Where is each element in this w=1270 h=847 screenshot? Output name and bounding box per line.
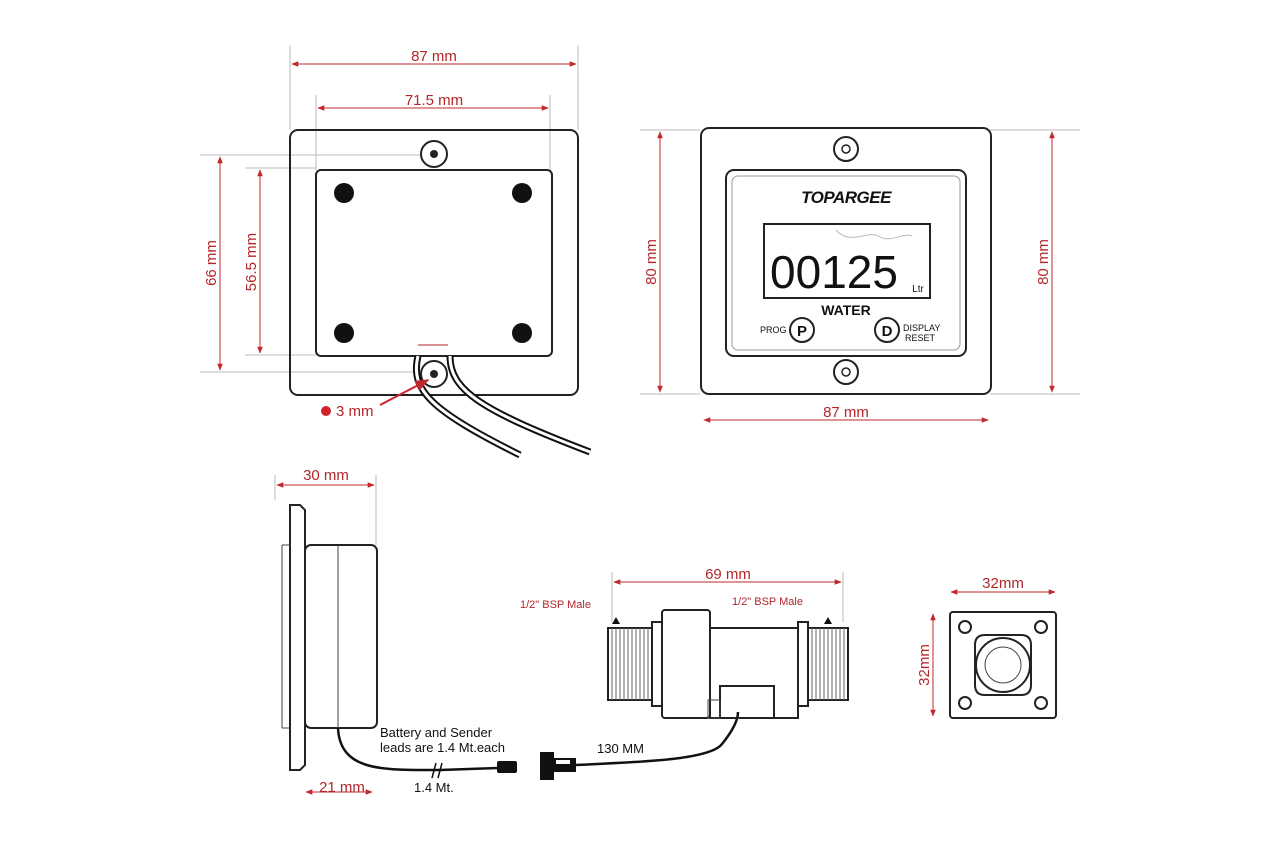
mount-hole bbox=[334, 323, 354, 343]
front-frame bbox=[700, 127, 992, 395]
display-button-key: D bbox=[882, 323, 893, 340]
sensor-length-label: 69 mm bbox=[705, 566, 751, 583]
back-plate bbox=[315, 169, 553, 357]
front-view: 80 mm 80 mm 87 mm TOPARGEE 00125 Ltr WAT… bbox=[640, 127, 1080, 423]
hole-marker-icon bbox=[321, 406, 331, 416]
end-port bbox=[975, 637, 1031, 693]
mount-hole bbox=[512, 323, 532, 343]
thread-right-label: 1/2" BSP Male bbox=[732, 596, 803, 608]
reset-label: RESET bbox=[905, 333, 936, 343]
fluid-label: WATER bbox=[821, 302, 871, 318]
height-66-label: 66 mm bbox=[203, 240, 220, 286]
sender-connector bbox=[540, 752, 554, 780]
front-top-screw bbox=[833, 136, 859, 162]
width-715-label: 71.5 mm bbox=[405, 92, 463, 109]
meter-reading: 00125 bbox=[770, 246, 898, 298]
lead-note-line1: Battery and Sender bbox=[380, 725, 493, 740]
brand-logo: TOPARGEE bbox=[801, 188, 892, 207]
end-view: 32mm 32mm bbox=[916, 575, 1057, 719]
display-button[interactable] bbox=[874, 317, 900, 343]
prog-button-key: P bbox=[797, 323, 807, 340]
mount-hole bbox=[334, 183, 354, 203]
front-width-label: 87 mm bbox=[823, 404, 869, 421]
hole-size-label: 3 mm bbox=[336, 403, 374, 420]
front-height-left-label: 80 mm bbox=[643, 239, 660, 285]
sender-lead bbox=[575, 711, 740, 767]
lead-note-line2: leads are 1.4 Mt.each bbox=[380, 740, 505, 755]
back-frame bbox=[289, 129, 579, 396]
sensor-housing bbox=[709, 627, 799, 719]
mount-hole bbox=[512, 183, 532, 203]
prog-label: PROG bbox=[760, 325, 787, 335]
thread-left-label: 1/2" BSP Male bbox=[520, 599, 591, 611]
prog-button[interactable] bbox=[789, 317, 815, 343]
battery-lead bbox=[336, 727, 440, 772]
hole-callout-arrow bbox=[379, 379, 430, 406]
lcd-screen bbox=[763, 223, 931, 299]
end-width-label: 32mm bbox=[982, 575, 1024, 592]
width-87-label: 87 mm bbox=[411, 48, 457, 65]
end-height-label: 32mm bbox=[916, 644, 933, 686]
height-565-label: 56.5 mm bbox=[243, 233, 260, 291]
top-screw-hole bbox=[420, 140, 448, 168]
sender-lead-label: 130 MM bbox=[597, 741, 644, 756]
sensor-cap bbox=[719, 685, 775, 719]
lead-connector bbox=[497, 761, 517, 773]
side-flange bbox=[289, 504, 306, 771]
back-view: 87 mm 71.5 mm 66 mm 56.5 mm 3 mm bbox=[200, 45, 592, 459]
flow-sensor: 69 mm 1/2" BSP Male 1/2" BSP Male bbox=[520, 566, 849, 719]
cable bbox=[446, 355, 592, 456]
front-bottom-screw bbox=[833, 359, 859, 385]
end-flange bbox=[949, 611, 1057, 719]
side-body bbox=[304, 544, 378, 729]
sensor-body bbox=[661, 609, 711, 719]
lead-length-label: 1.4 Mt. bbox=[414, 780, 454, 795]
depth-21-label: 21 mm bbox=[319, 779, 365, 796]
display-label: DISPLAY bbox=[903, 323, 940, 333]
side-view: 30 mm 21 mm Battery and Sender leads are… bbox=[274, 467, 740, 796]
front-bezel bbox=[725, 169, 967, 357]
reading-unit: Ltr bbox=[912, 284, 924, 295]
left-thread bbox=[607, 627, 653, 701]
front-height-right-label: 80 mm bbox=[1035, 239, 1052, 285]
bottom-screw-hole bbox=[420, 360, 448, 388]
depth-30-label: 30 mm bbox=[303, 467, 349, 484]
